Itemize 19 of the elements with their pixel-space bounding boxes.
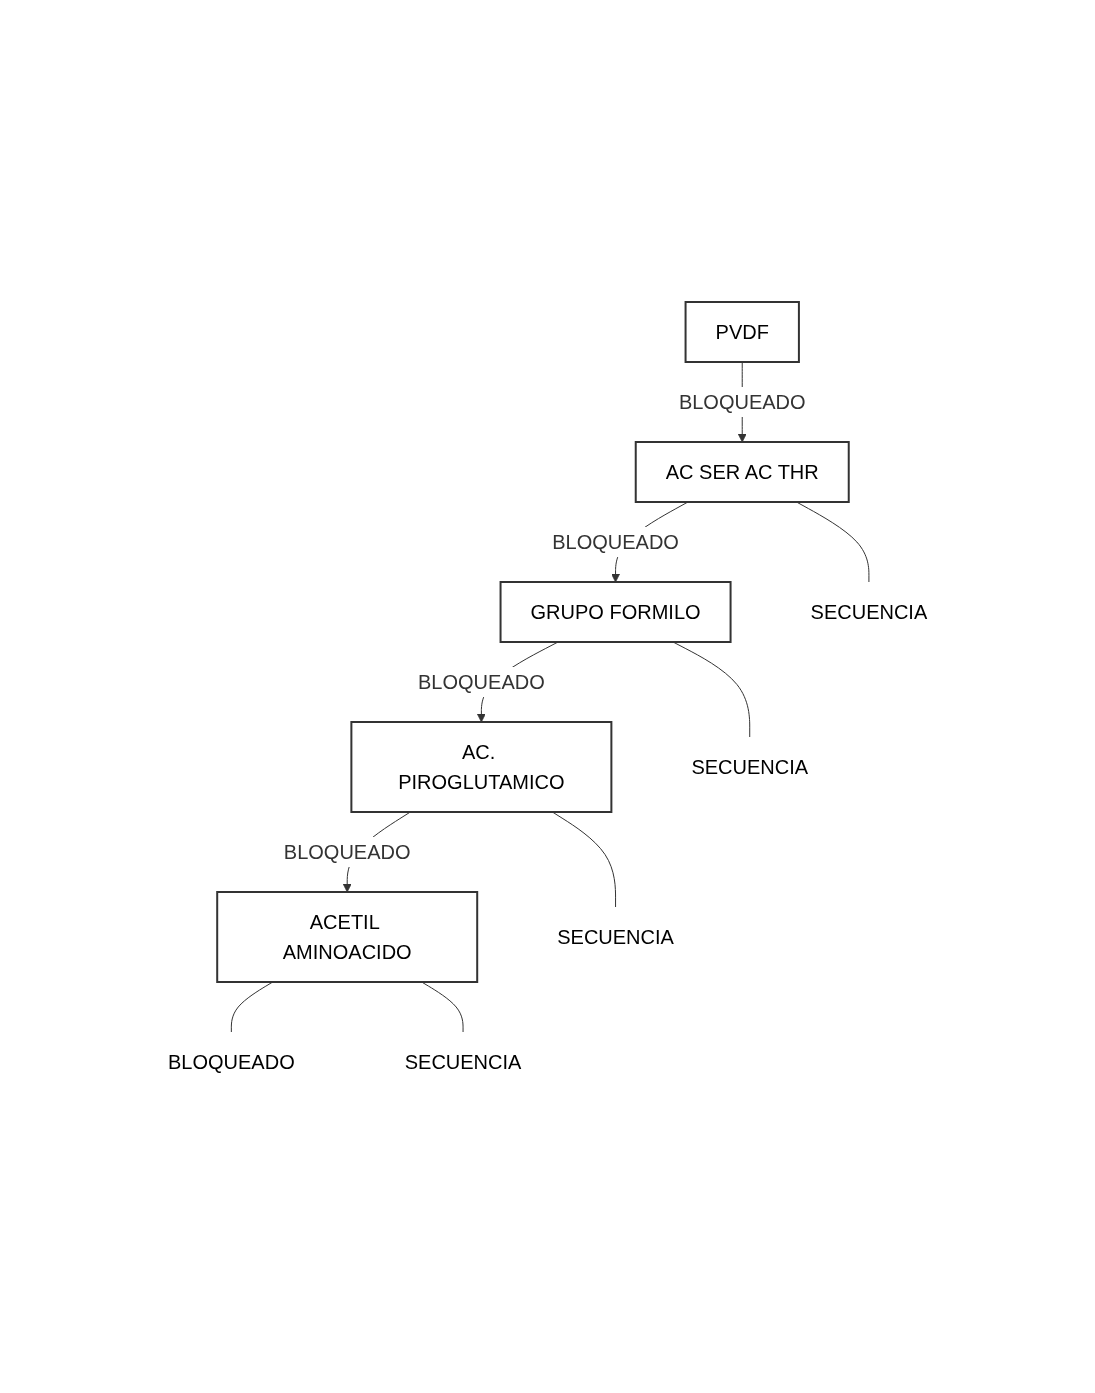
node-box: GRUPO FORMILO	[499, 580, 732, 643]
edge-label: BLOQUEADO	[417, 670, 545, 693]
node-text: SECUENCIA	[691, 755, 808, 778]
connector	[230, 981, 274, 1032]
node-box: PVDF	[684, 300, 800, 363]
node-text: SECUENCIA	[404, 1050, 522, 1073]
node-box: AC. PIROGLUTAMICO	[350, 720, 613, 813]
node-box: ACETIL AMINOACIDO	[216, 890, 479, 983]
node-text: SECUENCIA	[810, 600, 928, 623]
node-text: BLOQUEADO	[167, 1050, 295, 1073]
connector	[795, 501, 870, 582]
connector	[421, 981, 464, 1032]
node-text: SECUENCIA	[557, 925, 674, 948]
connector	[672, 641, 751, 737]
edge-label: BLOQUEADO	[552, 530, 679, 553]
connector	[551, 811, 616, 907]
edge-label: BLOQUEADO	[283, 840, 411, 863]
node-box: AC SER AC THR	[634, 440, 850, 503]
edge-label: BLOQUEADO	[678, 390, 806, 413]
